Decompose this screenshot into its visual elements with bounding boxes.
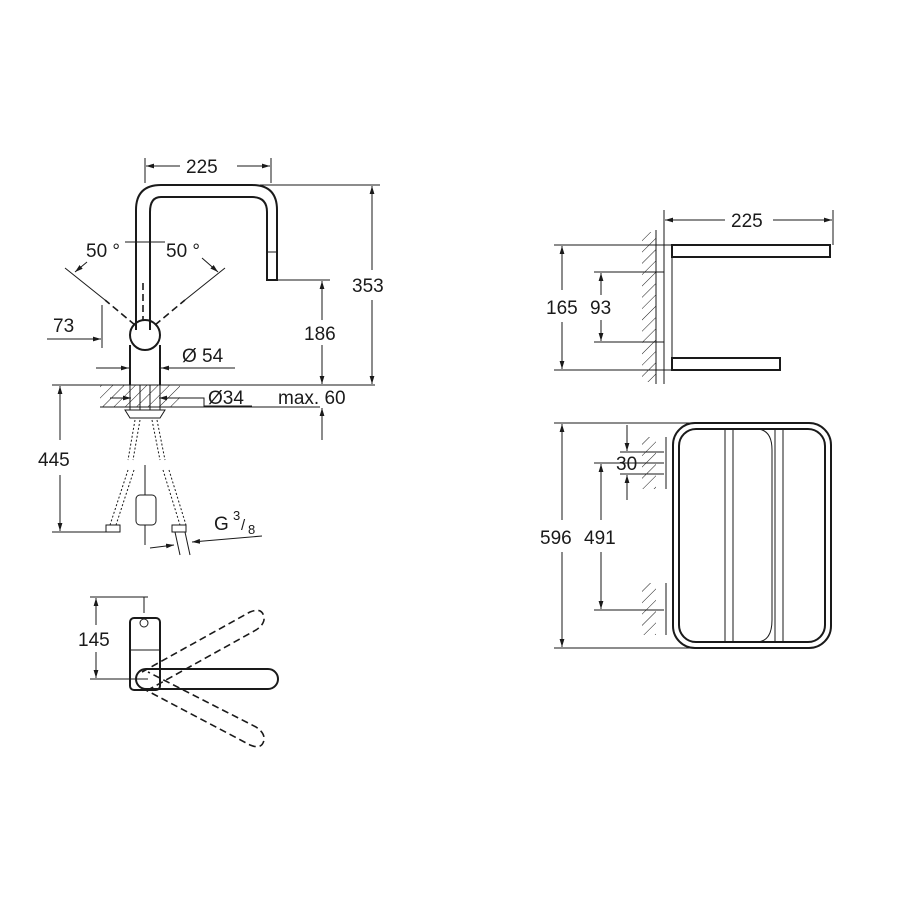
faucet-spout bbox=[135, 184, 278, 330]
dim-max-thickness: max. 60 bbox=[278, 388, 346, 409]
dim-holder-mount-spacing: 93 bbox=[590, 298, 611, 319]
dim-body-diameter: Ø 54 bbox=[182, 346, 224, 367]
dim-holder-mount-spacing-front: 491 bbox=[584, 528, 616, 549]
lever-ball bbox=[129, 319, 161, 351]
dim-holder-top-offset: 30 bbox=[616, 454, 637, 475]
dim-holder-height: 165 bbox=[546, 298, 578, 319]
dim-thread-den: 8 bbox=[248, 522, 255, 537]
dim-holder-total-height: 596 bbox=[540, 528, 572, 549]
faucet-side-view: 225 353 186 50 ° 50 ° 73 Ø 54 Ø34 max. 6… bbox=[38, 157, 384, 556]
dim-total-height: 353 bbox=[352, 276, 384, 297]
holder-side-view: 225 165 93 bbox=[546, 210, 834, 384]
dim-angle-left: 50 ° bbox=[86, 241, 120, 262]
dim-holder-projection: 225 bbox=[731, 211, 763, 232]
dim-thread-g: G bbox=[214, 514, 229, 535]
svg-text:/: / bbox=[241, 517, 246, 534]
dim-mount-hole: Ø34 bbox=[208, 388, 244, 409]
dim-outlet-height: 186 bbox=[304, 324, 336, 345]
holder-front-view: 596 491 30 bbox=[540, 422, 832, 649]
dim-angle-right: 50 ° bbox=[166, 241, 200, 262]
dim-lever-length: 145 bbox=[78, 630, 110, 651]
dim-below-counter: 445 bbox=[38, 450, 70, 471]
dim-thread-num: 3 bbox=[233, 508, 240, 523]
dim-lever-offset: 73 bbox=[53, 316, 74, 337]
faucet-top-view: 145 bbox=[78, 596, 279, 748]
dim-spout-reach: 225 bbox=[186, 157, 218, 178]
